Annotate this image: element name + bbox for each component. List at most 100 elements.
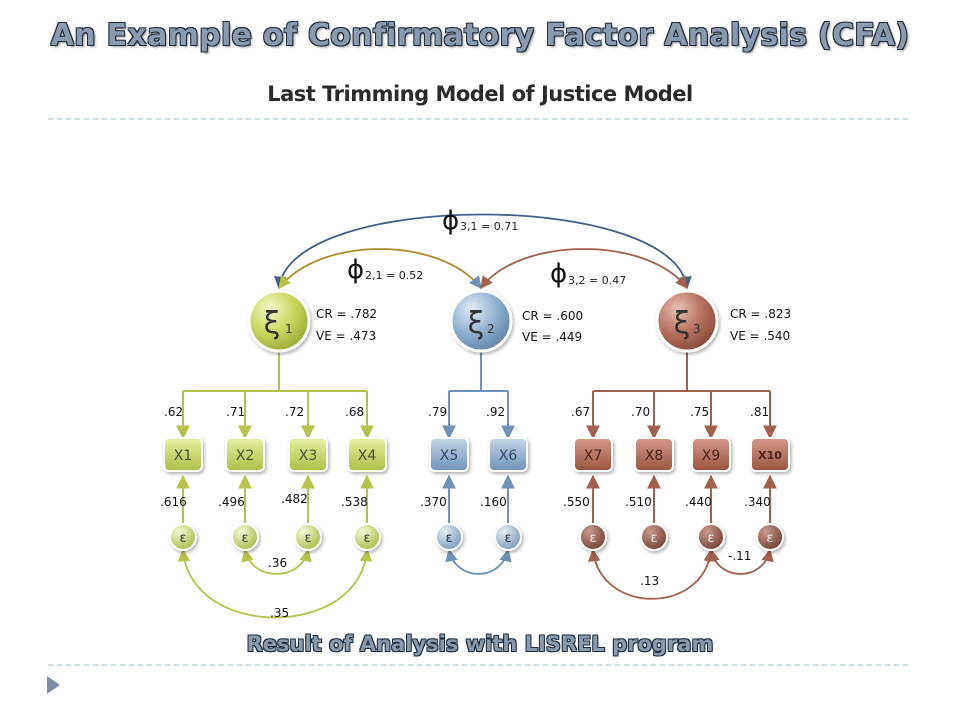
svg-text:ε: ε [241,531,248,546]
factor-2-subscript: 2 [487,322,495,336]
factor-1-cr: CR = .782 [316,307,377,321]
svg-text:ε: ε [363,531,370,546]
error-var-x3: .482 [281,492,308,506]
error-var-x6: .160 [480,495,507,509]
loading-x9: .75 [690,405,709,419]
indicator-x3: X3 [288,437,328,472]
error-cov-label-neg11: -.11 [728,549,751,563]
svg-text:ε: ε [650,531,657,546]
indicator-x1-label: X1 [174,448,193,464]
error-e7: ε [579,523,607,551]
indicator-x9: X9 [691,437,731,472]
error-e5: ε [435,523,463,551]
bullet-arrow-icon [47,676,60,694]
error-e2: ε [231,523,259,551]
factor-1-ve: VE = .473 [316,329,376,343]
svg-text:ε: ε [504,531,511,546]
indicator-x2-label: X2 [236,448,255,464]
phi-symbol: ϕ [442,206,459,236]
loading-x3: .72 [285,405,304,419]
factor-1-group: ξ 1 CR = .782 VE = .473 [176,289,377,440]
svg-text:ε: ε [766,531,773,546]
error-cov-e7-e9 [587,548,717,600]
indicator-x10-label: X10 [758,449,782,462]
indicator-x4-label: X4 [358,448,377,464]
error-var-x5: .370 [420,495,447,509]
error-cov-e9-e10 [707,548,774,575]
svg-text:ε: ε [304,531,311,546]
loading-x10: .81 [750,405,769,419]
indicator-x7: X7 [573,437,613,472]
slide-subtitle: Last Trimming Model of Justice Model [267,82,693,106]
phi32-arc [480,248,688,290]
error-cov-label-36: .36 [268,556,287,570]
factor-2-symbol: ξ [468,306,485,341]
factor-3-subscript: 3 [693,322,701,336]
indicator-x8: X8 [634,437,674,472]
phi32-value: 3,2 = 0.47 [568,274,626,287]
error-e1: ε [169,523,197,551]
loading-x6: .92 [486,405,505,419]
factor-2-group: ξ 2 CR = .600 VE = .449 [442,289,583,440]
error-cov-e5-e6 [445,548,512,575]
factor-3-node [655,289,719,353]
factor-3-ve: VE = .540 [730,329,790,343]
indicator-x7-label: X7 [584,448,603,464]
factor-3-symbol: ξ [674,306,691,341]
error-e4: ε [353,523,381,551]
svg-text:ε: ε [445,531,452,546]
factor-3-cr: CR = .823 [730,307,791,321]
error-cov-label-35: .35 [270,606,289,620]
indicator-x10: X10 [750,437,790,472]
error-e10: ε [756,523,784,551]
loading-x7: .67 [571,405,590,419]
error-e3: ε [294,523,322,551]
error-var-x10: .340 [744,495,771,509]
loading-x5: .79 [428,405,447,419]
error-cov-label-13: .13 [640,574,659,588]
slide-title: An Example of Confirmatory Factor Analys… [50,18,910,53]
error-e8: ε [640,523,668,551]
error-nodes: ε ε ε ε ε ε ε ε ε ε [169,523,784,551]
error-e9: ε [697,523,725,551]
factor-1-node [247,289,311,353]
error-var-x9: .440 [685,495,712,509]
indicator-x2: X2 [225,437,265,472]
indicator-x8-label: X8 [645,448,664,464]
loading-x8: .70 [631,405,650,419]
phi31-label: ϕ 3,1 = 0.71 [442,206,518,236]
indicator-x6: X6 [488,437,528,472]
svg-text:ε: ε [707,531,714,546]
factor-2-node [449,289,513,353]
indicator-x6-label: X6 [499,448,518,464]
phi31-arc [274,213,692,290]
indicator-x4: X4 [347,437,387,472]
footer-title: Result of Analysis with LISREL program [246,632,714,656]
indicator-x5: X5 [429,437,469,472]
factor-1-symbol: ξ [264,306,281,341]
error-cov-e1-e4 [177,548,373,619]
indicator-x1: X1 [163,437,203,472]
loading-x1: .62 [164,405,183,419]
loading-x4: .68 [345,405,364,419]
error-var-x8: .510 [625,495,652,509]
phi21-value: 2,1 = 0.52 [365,269,423,282]
phi-symbol: ϕ [347,255,364,285]
error-var-x2: .496 [218,495,245,509]
svg-text:ε: ε [589,531,596,546]
svg-text:ε: ε [179,531,186,546]
indicator-x9-label: X9 [702,448,721,464]
indicator-x3-label: X3 [299,448,318,464]
phi31-value: 3,1 = 0.71 [460,220,518,233]
loading-x2: .71 [226,405,245,419]
factor-1-subscript: 1 [285,322,293,336]
error-var-x7: .550 [563,495,590,509]
phi21-arc [278,248,482,289]
phi21-label: ϕ 2,1 = 0.52 [347,255,423,285]
error-var-x1: .616 [160,495,187,509]
error-var-x4: .538 [341,495,368,509]
factor-2-ve: VE = .449 [522,330,582,344]
factor-3-group: ξ 3 CR = .823 VE = .540 [586,289,791,440]
